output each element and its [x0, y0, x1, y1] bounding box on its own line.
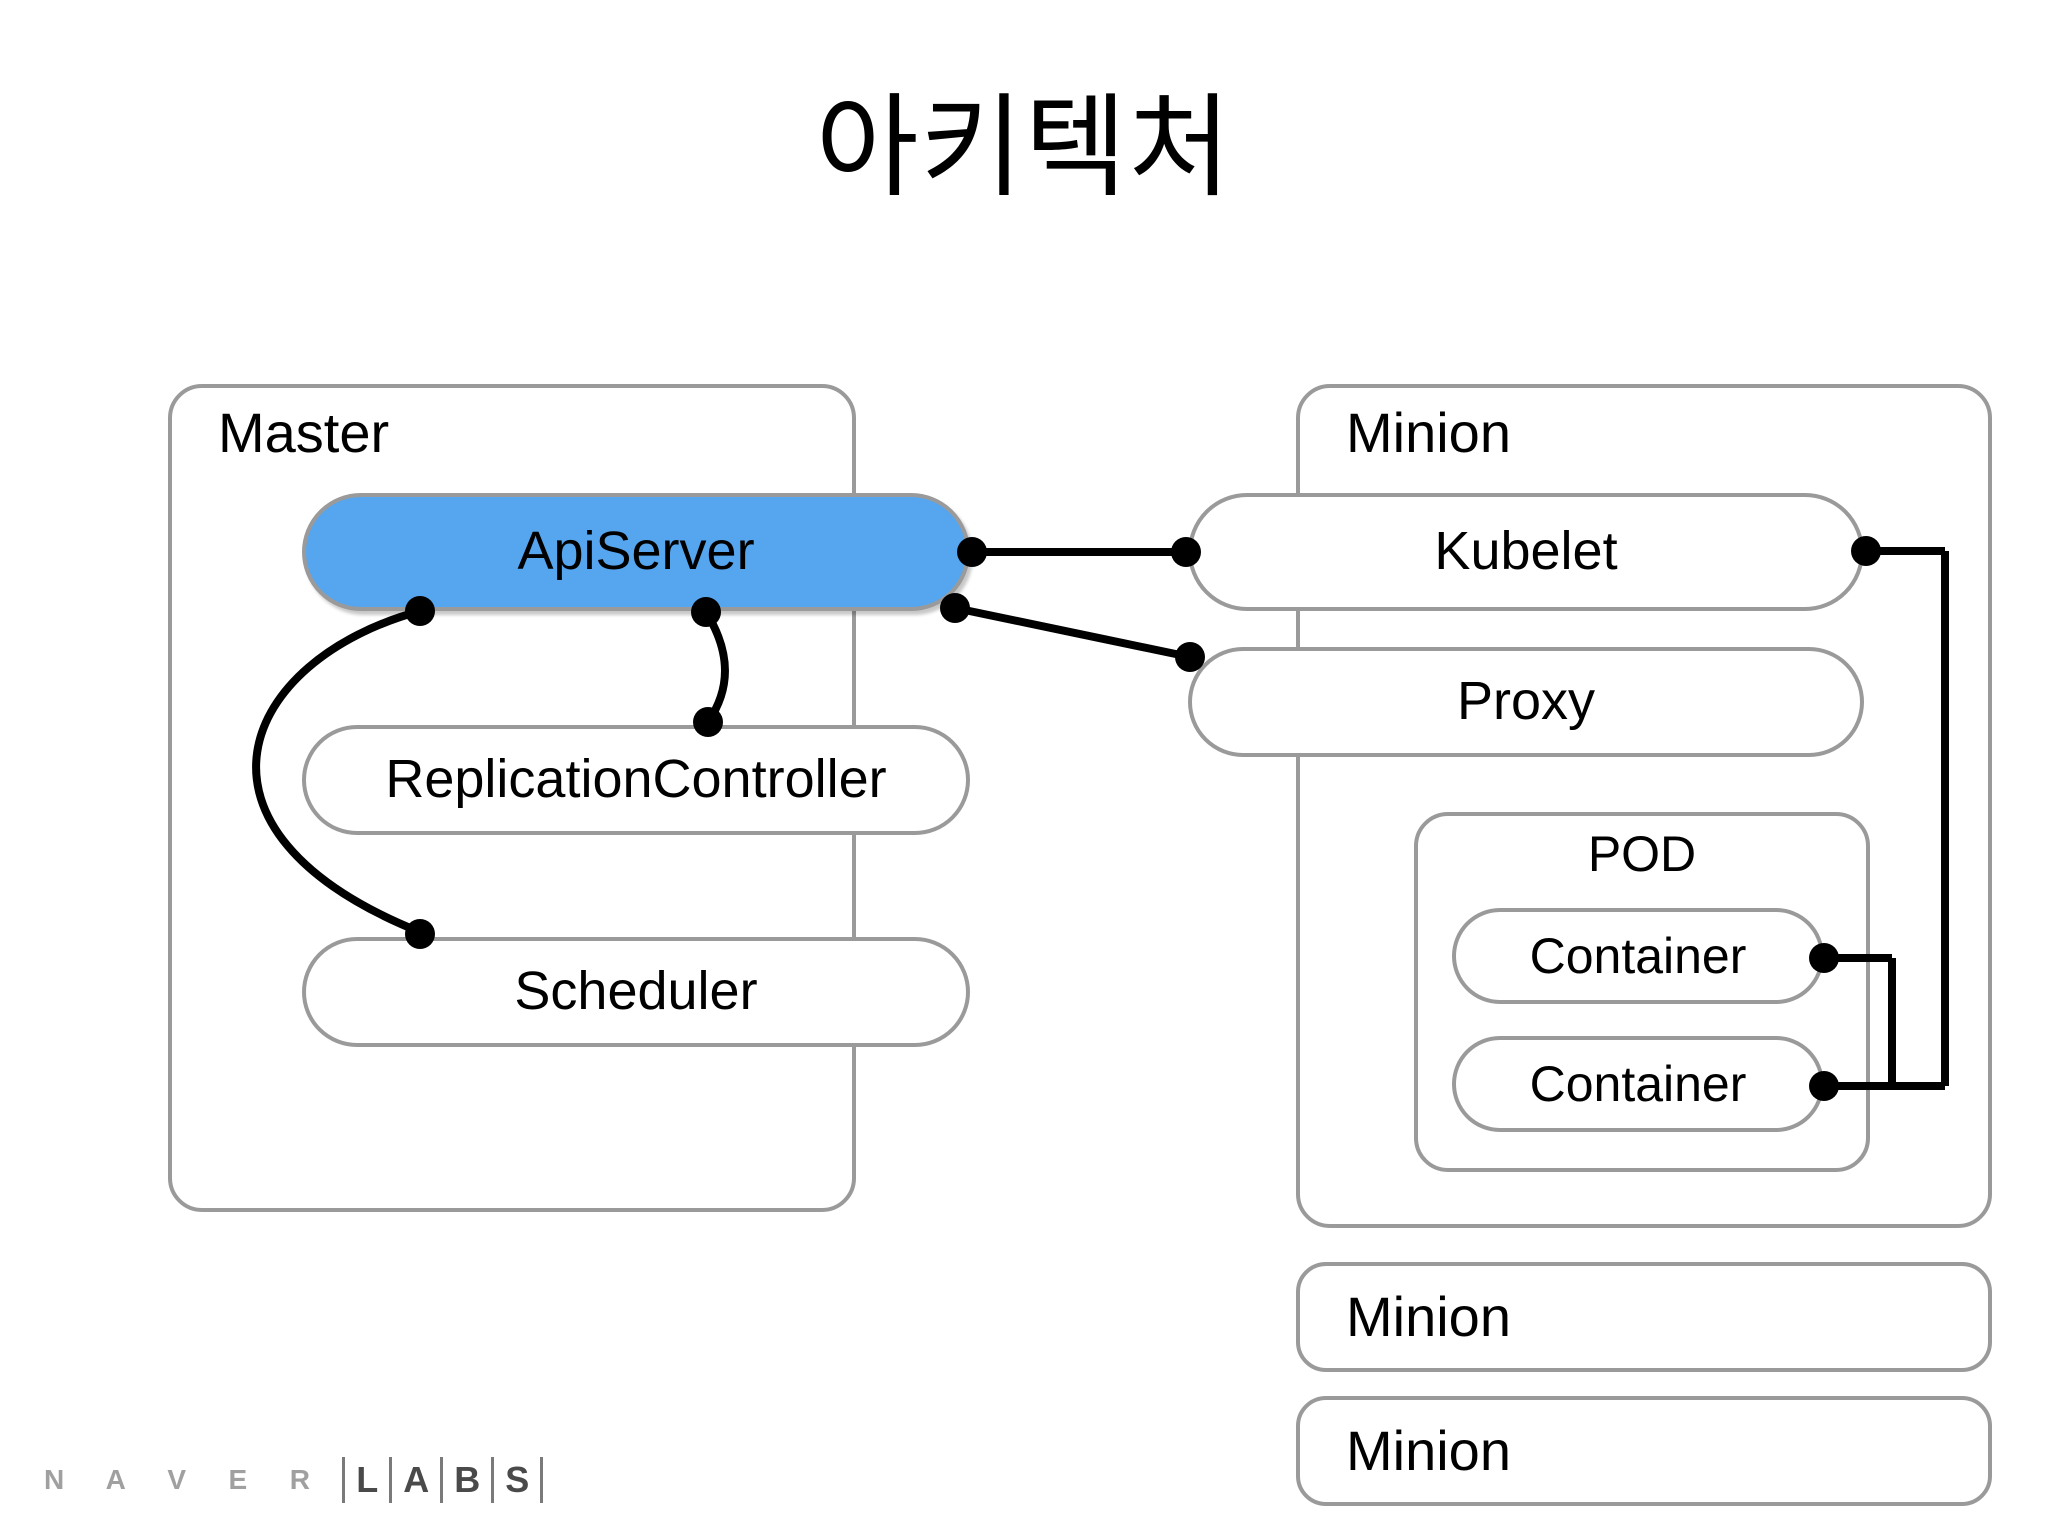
logo-divider-icon: [491, 1457, 495, 1503]
logo-letter-a: A: [403, 1459, 430, 1500]
group-minion-2-label: Minion: [1346, 1284, 1511, 1348]
logo-divider-icon: [540, 1457, 544, 1503]
logo-letter-b: B: [454, 1459, 481, 1500]
group-pod-label: POD: [1587, 826, 1697, 882]
node-scheduler-label: Scheduler: [514, 961, 758, 1022]
node-container-2-label: Container: [1529, 1055, 1747, 1112]
logo-naver-text: N A V E R: [44, 1464, 328, 1495]
logo-divider-icon: [342, 1457, 346, 1503]
logo-divider-icon: [389, 1457, 393, 1503]
logo-letter-s: S: [505, 1459, 530, 1500]
edge-apiserver-proxy: [954, 604, 1191, 661]
node-container-1[interactable]: Container: [1452, 908, 1824, 1004]
node-container-1-label: Container: [1529, 927, 1747, 984]
node-apiserver-label: ApiServer: [517, 521, 755, 582]
logo-divider-icon: [440, 1457, 444, 1503]
node-replicationcontroller[interactable]: ReplicationController: [302, 725, 970, 835]
group-minion-label: Minion: [1346, 401, 1511, 464]
node-scheduler[interactable]: Scheduler: [302, 937, 970, 1047]
node-replicationcontroller-label: ReplicationController: [385, 749, 887, 810]
naver-labs-logo: N A V E R L A B S: [44, 1452, 554, 1508]
node-kubelet-label: Kubelet: [1434, 521, 1618, 582]
page-title: 아키텍처: [815, 85, 1233, 210]
node-proxy-label: Proxy: [1456, 671, 1596, 732]
node-container-2[interactable]: Container: [1452, 1036, 1824, 1132]
group-master-label: Master: [218, 401, 390, 464]
node-apiserver[interactable]: ApiServer: [302, 493, 970, 611]
logo-letter-l: L: [356, 1459, 379, 1500]
logo-labs-text: L A B S: [331, 1457, 554, 1503]
node-proxy[interactable]: Proxy: [1188, 647, 1864, 757]
group-minion-2: Minion: [1296, 1262, 1992, 1372]
group-minion-3-label: Minion: [1346, 1418, 1511, 1482]
node-kubelet[interactable]: Kubelet: [1188, 493, 1864, 611]
group-minion-3: Minion: [1296, 1396, 1992, 1506]
